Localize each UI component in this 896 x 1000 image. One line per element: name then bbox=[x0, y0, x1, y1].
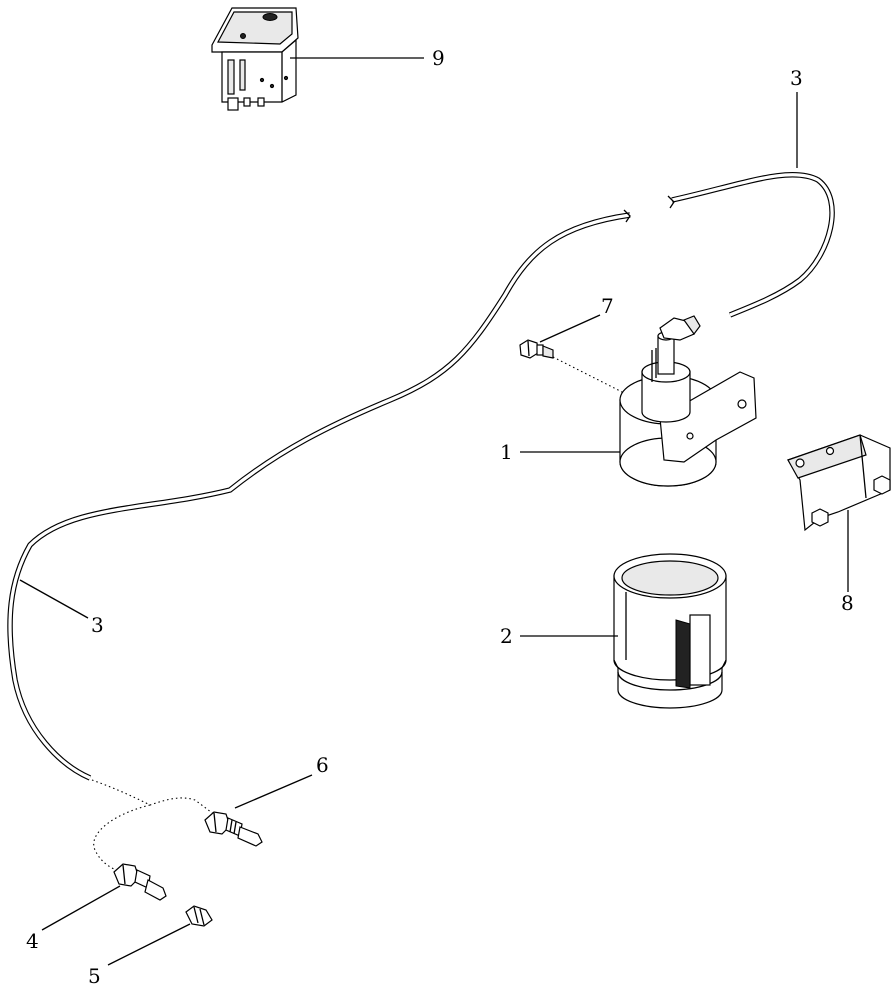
callout-3-top: 3 bbox=[790, 66, 803, 90]
fitting-6 bbox=[204, 811, 263, 847]
bracket bbox=[787, 434, 891, 532]
plug bbox=[185, 905, 213, 927]
callout-2: 2 bbox=[500, 624, 513, 648]
canister-housing bbox=[613, 553, 727, 709]
leader-7 bbox=[539, 314, 601, 343]
solenoid-valve bbox=[619, 315, 757, 487]
callout-8: 8 bbox=[841, 591, 854, 615]
dotted-path-6 bbox=[91, 779, 216, 816]
leader-6 bbox=[234, 774, 313, 809]
callout-1: 1 bbox=[500, 440, 513, 464]
dotted-path-4 bbox=[93, 804, 151, 873]
leader-4 bbox=[41, 885, 121, 931]
fitting-4 bbox=[113, 863, 167, 901]
dotted-path-7 bbox=[552, 356, 629, 396]
leader-5 bbox=[107, 923, 191, 966]
callout-9: 9 bbox=[432, 46, 445, 70]
tube bbox=[7, 171, 835, 781]
callout-5: 5 bbox=[88, 964, 101, 988]
screw bbox=[519, 339, 554, 359]
leader-3-left bbox=[19, 579, 89, 619]
rocker-switch bbox=[211, 7, 299, 111]
callout-6: 6 bbox=[316, 753, 329, 777]
callout-3-left: 3 bbox=[91, 613, 104, 637]
callout-7: 7 bbox=[601, 294, 614, 318]
callout-4: 4 bbox=[26, 929, 39, 953]
